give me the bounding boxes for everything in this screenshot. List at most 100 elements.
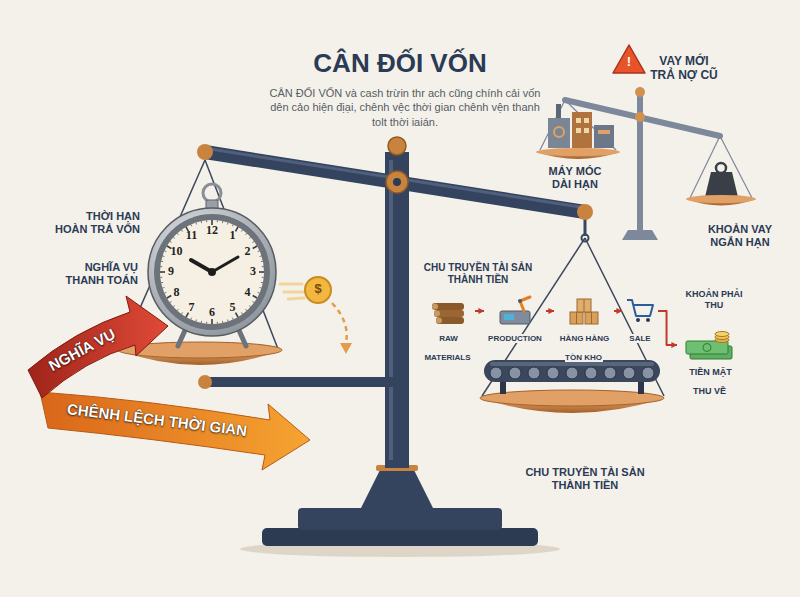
scale-beam <box>197 144 213 160</box>
clock-icon <box>249 237 250 238</box>
clock-icon <box>227 223 229 225</box>
scale-beam <box>386 171 408 193</box>
step-label: PRODUCTION <box>487 334 543 343</box>
clock-icon <box>186 313 189 317</box>
clock-icon <box>160 266 162 267</box>
clock-numeral: 9 <box>160 264 182 280</box>
clock-numeral: 10 <box>165 244 187 260</box>
scale-stand <box>360 470 434 510</box>
clock-icon <box>206 322 207 324</box>
pan-string <box>585 238 664 396</box>
clock-icon <box>252 301 254 302</box>
clock-icon <box>232 224 234 226</box>
clock-icon <box>252 241 254 242</box>
step-label: RAW MATERIALS <box>424 334 471 362</box>
warning-icon <box>613 45 645 73</box>
coin-icon <box>305 277 331 303</box>
clock-icon <box>260 255 262 257</box>
cart-icon <box>646 318 650 322</box>
clock-icon <box>170 241 172 242</box>
raw-materials-icon <box>432 304 438 310</box>
inventory-icon <box>577 299 591 312</box>
clock-icon <box>206 220 207 222</box>
clock-icon <box>236 227 239 231</box>
clock-icon <box>190 318 192 320</box>
inventory-icon <box>576 312 577 324</box>
side-label: NGHĨA VỤ THANH TOÁN <box>56 261 138 287</box>
clock-icon <box>261 261 263 262</box>
step-label: TIỀN MẶT THU VỀ <box>688 367 732 396</box>
small-scale <box>716 163 726 173</box>
conveyor-belt <box>490 362 654 366</box>
clock-icon <box>258 250 260 252</box>
pan-string <box>482 238 585 396</box>
cycle-label: CHU TRUYỀN TÀI SẢN THÀNH TIỀN <box>413 262 543 286</box>
inventory-icon <box>585 312 598 324</box>
scale-beam <box>393 178 401 186</box>
scale-beam <box>577 204 593 220</box>
scale-beam <box>210 149 580 207</box>
production-icon <box>500 297 530 324</box>
clock-icon <box>208 268 216 276</box>
title: CÂN ĐỐI VỐN <box>240 48 560 79</box>
caption: CÂN ĐỐI VỐN và cash trừin thr ach cũng c… <box>269 86 541 129</box>
conveyor-belt <box>528 367 540 379</box>
machine-icon <box>576 128 581 133</box>
flow-arrow <box>546 310 554 312</box>
conveyor-belt <box>490 367 502 379</box>
clock-icon <box>217 220 218 222</box>
conveyor-belt <box>604 367 616 379</box>
clock-numeral: 12 <box>201 223 223 239</box>
raw-materials-icon <box>436 318 442 324</box>
obligation-arrow <box>28 296 168 398</box>
step-label: HÀNG HÀNG TỒN KHO <box>559 334 609 362</box>
clock-icon <box>161 261 163 262</box>
scale-stand <box>388 137 406 155</box>
clock-numeral: 8 <box>165 285 187 301</box>
clock-icon <box>148 208 276 336</box>
clock-icon <box>201 221 202 223</box>
clock-icon <box>211 319 213 324</box>
process-step: TIỀN MẶT THU VỀ <box>679 330 741 398</box>
scale-stand <box>389 160 393 460</box>
step-label: SALE <box>628 334 651 343</box>
machine-icon <box>584 118 589 123</box>
clock-icon <box>177 309 178 310</box>
clock-icon <box>195 320 197 322</box>
inventory-icon <box>570 299 598 324</box>
clock-numeral: 5 <box>222 300 244 316</box>
conveyor-belt <box>547 367 559 379</box>
machine-icon <box>576 118 581 123</box>
inventory-icon <box>570 312 583 324</box>
coin-icon <box>332 303 347 343</box>
clock-icon <box>261 282 263 283</box>
process-step: SALE <box>624 296 656 345</box>
clock-icon <box>181 312 182 314</box>
clock-numeral: 7 <box>181 300 203 316</box>
pan-string <box>582 235 589 242</box>
machine-icon <box>594 125 614 148</box>
coin-icon <box>280 283 302 286</box>
machine-icon <box>598 130 610 134</box>
coin-icon <box>340 343 352 354</box>
coin-symbol: $ <box>310 281 326 298</box>
cart-icon <box>627 300 653 316</box>
raw-materials-icon <box>432 303 464 310</box>
scale-beam <box>205 152 585 212</box>
scale-stand <box>205 377 392 387</box>
loan-label: KHOẢN VAY NGẮN HẠN <box>701 223 779 249</box>
coin-icon <box>288 298 304 299</box>
coin-icon <box>280 277 352 354</box>
clock-icon <box>258 292 260 294</box>
clock-icon <box>167 296 171 299</box>
production-icon <box>518 299 522 303</box>
production-icon <box>504 314 514 320</box>
clock-numeral: 3 <box>242 264 264 280</box>
clock-icon <box>249 305 250 306</box>
machine-icon <box>556 104 561 120</box>
right-pan <box>480 390 664 413</box>
clock-icon <box>160 277 162 278</box>
clock-icon <box>160 220 264 324</box>
clock-numeral: 6 <box>201 305 223 321</box>
conveyor-belt <box>566 367 578 379</box>
